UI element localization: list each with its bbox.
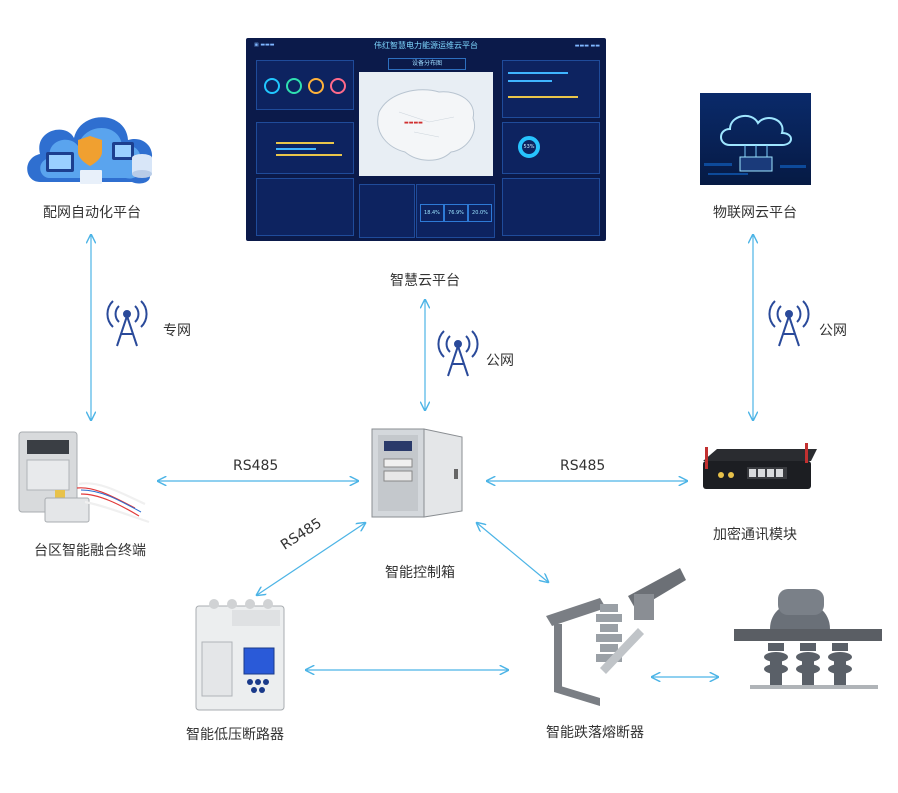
- drop-fuse-label: 智能跌落熔断器: [546, 725, 644, 741]
- dashboard-title: 伟红智慧电力能源运维云平台: [374, 41, 478, 50]
- kpi-1: 18.4%: [420, 204, 444, 222]
- rs485-diagonal-label: RS485: [278, 515, 325, 554]
- fusion-terminal-image: [18, 431, 150, 524]
- dashboard-panel-list-right: [502, 178, 600, 236]
- bar-1: [276, 142, 334, 144]
- kpi-2: 76.9%: [444, 204, 468, 222]
- dashboard-panel-donut: [502, 122, 600, 174]
- bar-r3: [508, 96, 578, 98]
- antenna-icon-left: [106, 300, 148, 347]
- load-switch-image: [734, 589, 882, 689]
- map-outline: [377, 89, 475, 161]
- dashboard-panel-list-left: [256, 178, 354, 236]
- dashboard-map: [359, 72, 493, 176]
- breaker-label: 智能低压断路器: [186, 727, 284, 743]
- link-box-fuse: [477, 523, 548, 582]
- control-box-image: [371, 428, 463, 518]
- donut-value: 53%: [523, 144, 535, 150]
- distribution-platform-label: 配网自动化平台: [43, 205, 141, 221]
- public-network-center-label: 公网: [486, 353, 514, 369]
- bar-r2: [508, 80, 552, 82]
- gauge-2: [286, 78, 302, 94]
- dashboard-subtitle: 设备分布图: [388, 58, 466, 70]
- bar-3: [276, 154, 342, 156]
- gauge-3: [308, 78, 324, 94]
- smart-cloud-label: 智慧云平台: [390, 273, 460, 289]
- drop-fuse-image: [546, 568, 686, 706]
- dashboard-clock: ▬▬▬ ▬▬: [574, 43, 600, 49]
- control-box-label: 智能控制箱: [385, 565, 455, 581]
- gauge-4: [330, 78, 346, 94]
- fusion-terminal-label: 台区智能融合终端: [34, 543, 146, 559]
- iot-cloud-image: [700, 93, 811, 185]
- rs485-right-label: RS485: [560, 458, 606, 474]
- bar-2: [276, 148, 316, 150]
- dashboard-panel-bars-right: [502, 60, 600, 118]
- public-network-right-label: 公网: [819, 323, 847, 339]
- antenna-icon-right: [768, 300, 810, 347]
- encrypt-module-label: 加密通讯模块: [713, 527, 797, 543]
- rs485-left-label: RS485: [233, 458, 279, 474]
- dashboard-panel-kpis: [416, 184, 495, 238]
- bar-r1: [508, 72, 568, 74]
- distribution-cloud-icon: [27, 117, 153, 184]
- iot-platform-label: 物联网云平台: [713, 205, 797, 221]
- breaker-image: [195, 599, 285, 711]
- private-network-label: 专网: [163, 323, 191, 339]
- antenna-icon-center: [437, 330, 479, 377]
- smart-cloud-dashboard: ▣ ▬▬▬ 伟红智慧电力能源运维云平台 ▬▬▬ ▬▬ 设备分布图 ▬▬▬▬ 18…: [246, 38, 606, 241]
- gauge-1: [264, 78, 280, 94]
- donut-chart: [518, 136, 540, 158]
- map-marker-label: ▬▬▬▬: [404, 120, 423, 126]
- encrypt-module-image: [703, 443, 817, 489]
- dashboard-logo: ▣ ▬▬▬: [254, 42, 275, 48]
- dashboard-panel-info: [359, 184, 415, 238]
- kpi-3: 20.0%: [468, 204, 492, 222]
